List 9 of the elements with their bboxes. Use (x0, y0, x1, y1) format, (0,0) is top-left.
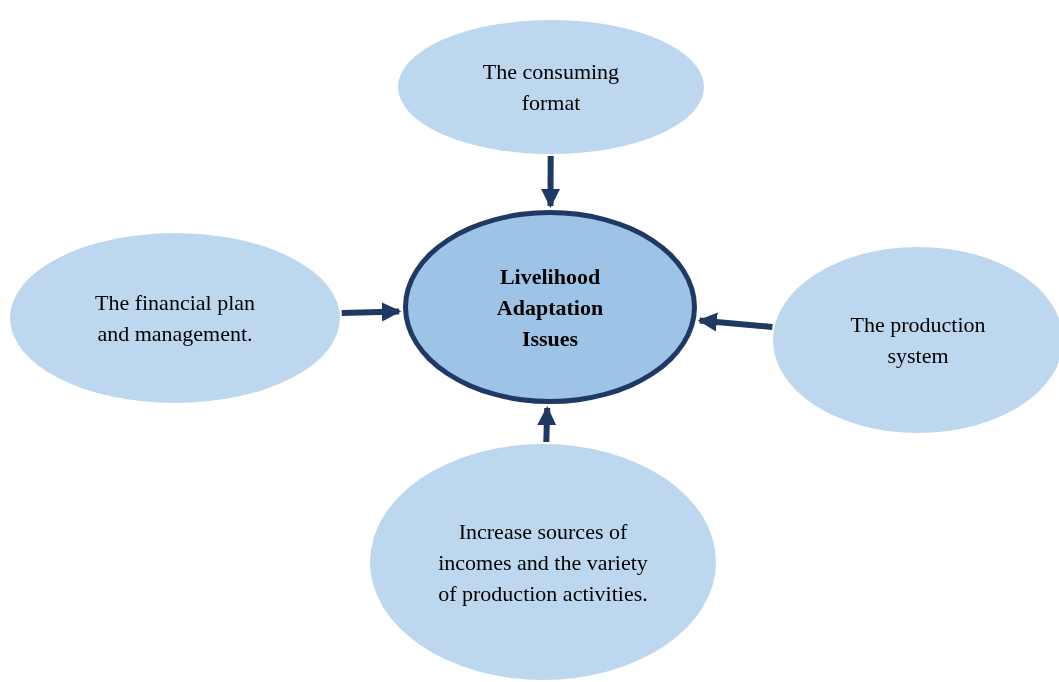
ellipse-label: Livelihood Adaptation Issues (495, 262, 605, 353)
arrow (540, 155, 561, 208)
ellipse-label: Increase sources of incomes and the variety of production activities. (437, 517, 649, 608)
arrow (697, 312, 773, 332)
arrow (537, 406, 557, 443)
ellipse-label: The consuming format (481, 58, 621, 117)
ellipse-label: The production system (849, 311, 987, 370)
arrow (341, 302, 402, 322)
ellipse-label: The financial plan and management. (93, 289, 256, 348)
